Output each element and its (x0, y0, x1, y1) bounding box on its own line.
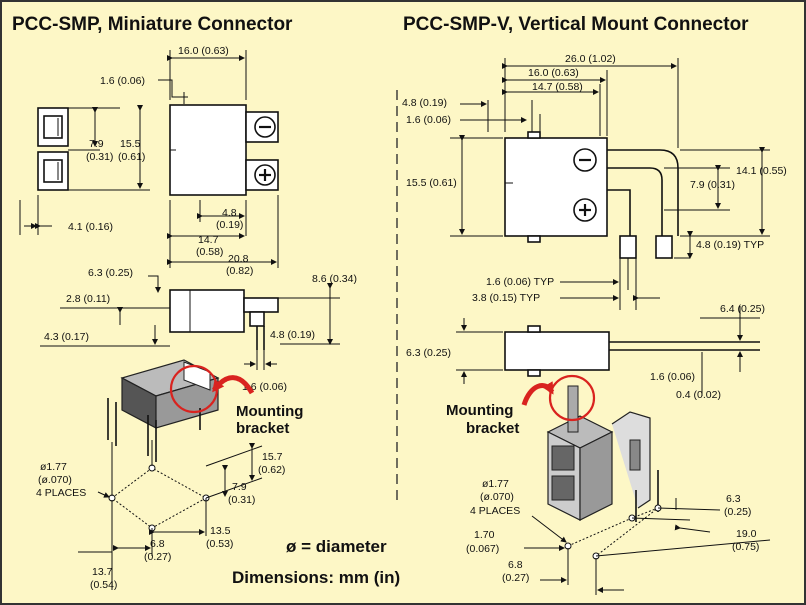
dim-v-16-0: 16.0 (0.63) (528, 67, 579, 79)
dim-1-6: 1.6 (0.06) (100, 75, 145, 87)
dim-15-5-a: 15.5 (120, 138, 141, 150)
mount-label-left-1: Mounting (236, 403, 303, 420)
dim-7-9-a: 7.9 (89, 138, 104, 150)
dim-8-6: 8.6 (0.34) (312, 273, 357, 285)
dim-15-7-b: (0.62) (258, 464, 285, 476)
dim-v-4-8: 4.8 (0.19) (402, 97, 447, 109)
dim-7-9-c-b: (0.31) (228, 494, 255, 506)
dim-v-3-8-typ: 3.8 (0.15) TYP (472, 292, 540, 304)
dim-2-8: 2.8 (0.11) (66, 293, 110, 305)
smp-side-view: 6.3 (0.25) 8.6 (0.34) 2.8 (0.11) 4.3 (0.… (40, 267, 357, 393)
dim-v-19-0-a: 19.0 (736, 528, 757, 540)
hole-count-right: 4 PLACES (470, 505, 520, 517)
dim-20-8-b: (0.82) (226, 265, 253, 277)
dim-15-5-b: (0.61) (118, 151, 145, 163)
dim-13-5-a: 13.5 (210, 525, 231, 537)
dim-6-8-a: 6.8 (150, 538, 165, 550)
dim-4-8-b: (0.19) (216, 219, 243, 231)
smp-v-side-view: 6.3 (0.25) 6.4 (0.25) 1.6 (0.06) 0.4 (0.… (406, 303, 765, 401)
dim-1-6-b: 1.6 (0.06) (242, 381, 287, 393)
mount-label-left-2: bracket (236, 420, 289, 437)
dim-4-3: 4.3 (0.17) (44, 331, 89, 343)
dim-13-7-b: (0.54) (90, 579, 117, 591)
diameter-legend: ø = diameter (286, 537, 387, 556)
dim-v-6-3-b-a: 6.3 (726, 493, 741, 505)
dim-13-5-b: (0.53) (206, 538, 233, 550)
dim-15-7-a: 15.7 (262, 451, 283, 463)
dim-v-1-6-c: 1.6 (0.06) (650, 371, 695, 383)
dim-20-8-a: 20.8 (228, 253, 249, 265)
dim-v-14-7: 14.7 (0.58) (532, 81, 583, 93)
smp-v-3d-view: Mounting bracket (446, 374, 659, 522)
dim-v-6-3-b-b: (0.25) (724, 506, 751, 518)
dim-v-1-70-a: 1.70 (474, 529, 495, 541)
dim-v-0-4: 0.4 (0.02) (676, 389, 721, 401)
dim-7-9-c-a: 7.9 (232, 481, 247, 493)
dim-6-8-b: (0.27) (144, 551, 171, 563)
hole-dia-in-left: (ø.070) (38, 474, 72, 486)
smp-3d-view: Mounting bracket (107, 359, 303, 462)
mount-highlight-circle-right (548, 374, 596, 422)
hole-dia-in-right: (ø.070) (480, 491, 514, 503)
dim-4-8-side: 4.8 (0.19) (270, 329, 315, 341)
smp-footprint: ø1.77 (ø.070) 4 PLACES 15.7 (0.62) 7.9 (… (36, 440, 285, 591)
dim-v-1-6-typ: 1.6 (0.06) TYP (486, 276, 554, 288)
units-legend: Dimensions: mm (in) (232, 568, 400, 587)
dim-v-6-8-a: 6.8 (508, 559, 523, 571)
dim-v-19-0-b: (0.75) (732, 541, 759, 553)
dim-v-15-5: 15.5 (0.61) (406, 177, 457, 189)
right-title: PCC-SMP-V, Vertical Mount Connector (403, 14, 749, 35)
dim-13-7-a: 13.7 (92, 566, 113, 578)
dim-v-1-70-b: (0.067) (466, 543, 499, 555)
dim-v-6-4: 6.4 (0.25) (720, 303, 765, 315)
dim-4-1: 4.1 (0.16) (68, 221, 113, 233)
dim-v-1-6: 1.6 (0.06) (406, 114, 451, 126)
hole-count-left: 4 PLACES (36, 487, 86, 499)
dim-v-4-8-typ: 4.8 (0.19) TYP (696, 239, 764, 251)
hole-dia-left: ø1.77 (40, 461, 67, 473)
mount-label-right-1: Mounting (446, 402, 513, 419)
dim-v-6-8-b: (0.27) (502, 572, 529, 584)
dim-v-26-0: 26.0 (1.02) (565, 53, 616, 65)
dim-v-14-1: 14.1 (0.55) (736, 165, 787, 177)
left-title: PCC-SMP, Miniature Connector (12, 14, 293, 35)
dim-7-9-b: (0.31) (86, 151, 113, 163)
dim-6-3: 6.3 (0.25) (88, 267, 133, 279)
dim-16-0: 16.0 (0.63) (178, 45, 229, 57)
dim-4-8-a: 4.8 (222, 207, 237, 219)
smp-v-top-view: 26.0 (1.02) 16.0 (0.63) 14.7 (0.58) 4.8 … (402, 53, 787, 310)
dim-v-7-9: 7.9 (0.31) (690, 179, 735, 191)
hole-dia-right: ø1.77 (482, 478, 509, 490)
mount-label-right-2: bracket (466, 420, 519, 437)
dim-14-7-a: 14.7 (198, 234, 219, 246)
dim-v-6-3: 6.3 (0.25) (406, 347, 451, 359)
smp-top-view: 7.9 (0.31) 15.5 (0.61) 16.0 (0.63) 1.6 (… (19, 45, 279, 277)
smp-v-footprint: ø1.77 (ø.070) 4 PLACES 1.70 (0.067) 6.8 … (466, 478, 771, 595)
dim-14-7-b: (0.58) (196, 246, 223, 258)
